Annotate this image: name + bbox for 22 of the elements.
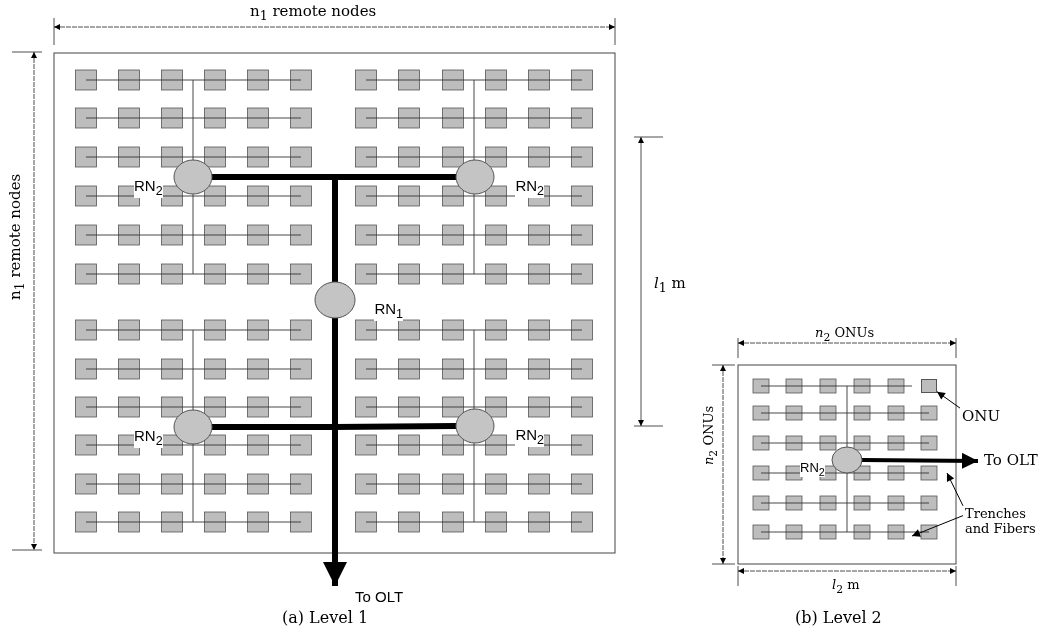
onu-terminal	[921, 379, 937, 393]
caption: (b) Level 2	[795, 610, 882, 626]
leader-line	[946, 472, 964, 507]
callout-text: To OLT	[355, 589, 404, 604]
node-label: RN$_{1}$	[374, 301, 403, 321]
callout-text: To OLT	[984, 453, 1038, 468]
node-label: RN$_{2}$	[515, 178, 544, 198]
leader-line	[911, 515, 964, 537]
fiber-trunk-line	[332, 174, 456, 282]
callout-text: ONU	[962, 409, 1001, 424]
caption: (a) Level 1	[282, 610, 369, 626]
callout-text: Trenches and Fibers	[965, 507, 1037, 537]
node-label: RN$_{2}$	[800, 461, 825, 478]
arrow	[862, 452, 978, 469]
node-label: RN$_{2}$	[134, 428, 163, 448]
dimension-label: l$_{2}$ m	[832, 578, 860, 596]
leader-line	[936, 391, 961, 409]
dimension-label: n$_{2}$ ONUs	[815, 326, 875, 344]
dimension-label: n$_{1}$ remote nodes	[250, 4, 377, 23]
node-label: RN$_{2}$	[515, 427, 544, 447]
dimension-label: l$_{1}$ m	[654, 276, 686, 295]
node-label: RN$_{2}$	[134, 178, 163, 198]
